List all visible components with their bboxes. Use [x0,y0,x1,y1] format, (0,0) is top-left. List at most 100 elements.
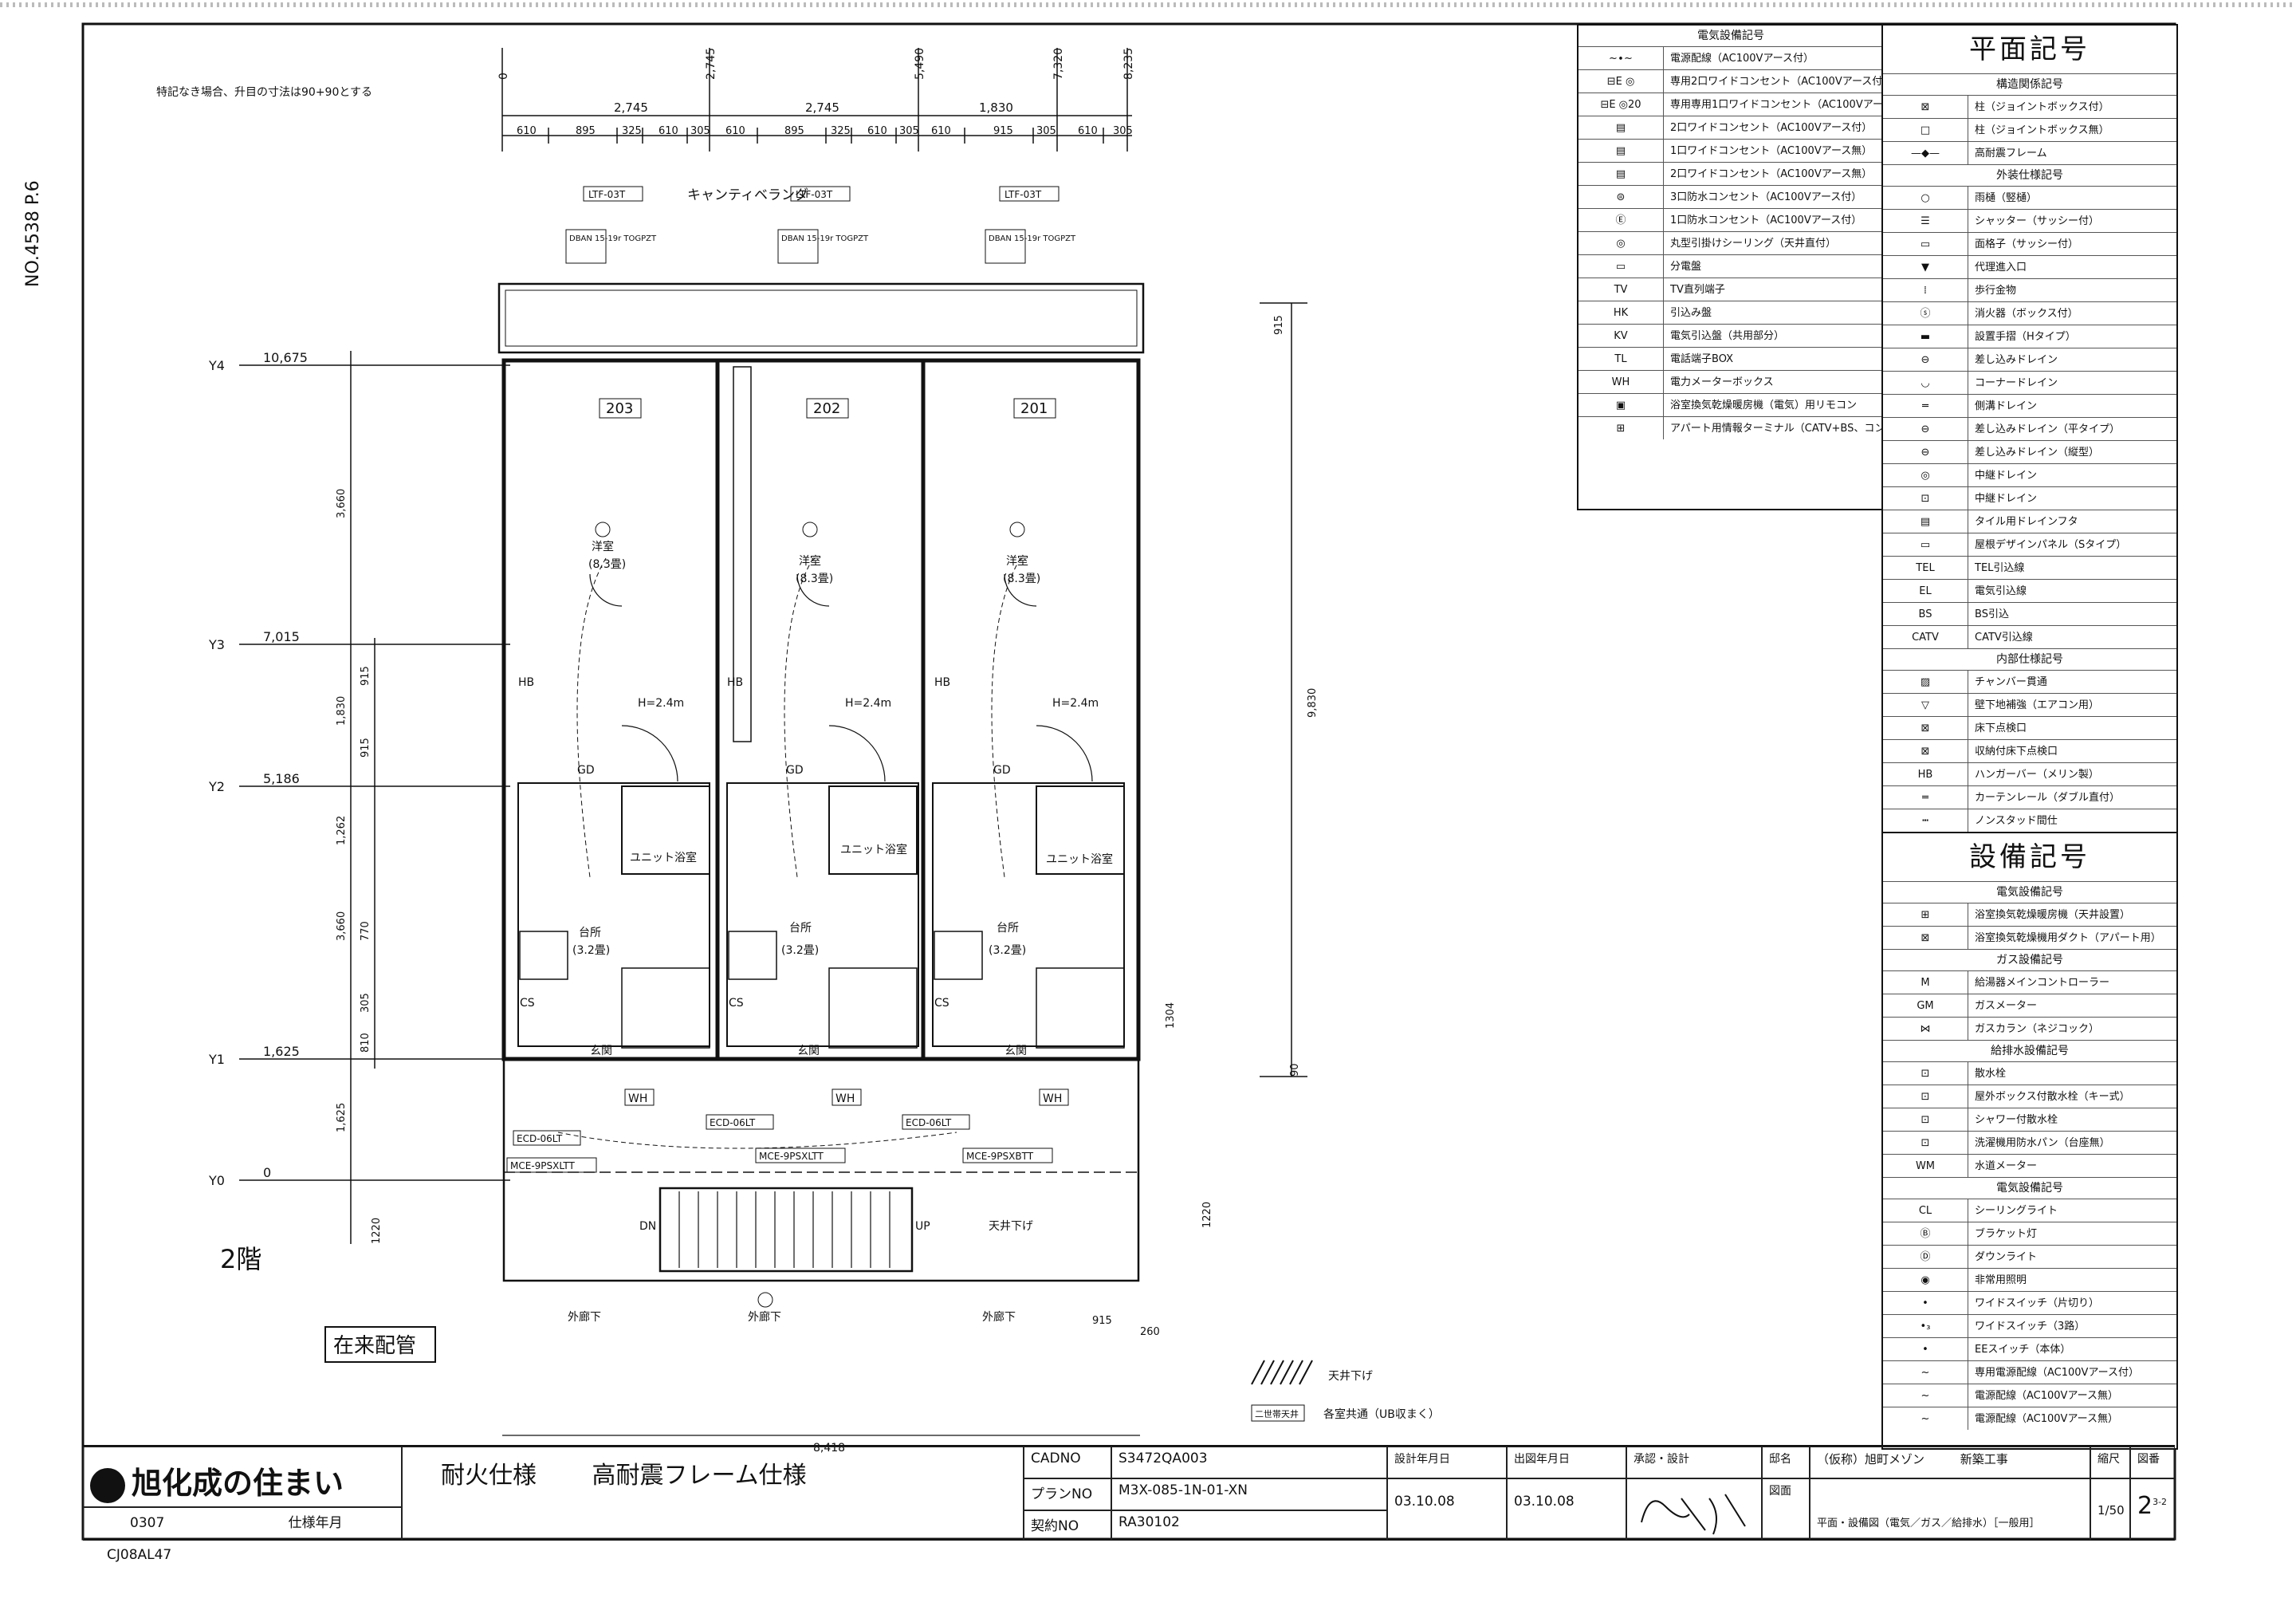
legend-label: ハンガーバー（メリン製） [1975,768,2099,781]
legend-symbol-icon: ⊠ [1883,96,1968,118]
plan-legend-row: ▽壁下地補強（エアコン用） [1883,693,2176,716]
legend-label: ワイドスイッチ（片切り） [1975,1297,2100,1309]
equipment-legend-row: ~専用電源配線（AC100Vアース付） [1883,1360,2176,1384]
legend-label: 収納付床下点検口 [1975,745,2058,758]
svg-text:610: 610 [931,125,951,137]
legend-symbol-icon: M [1883,971,1968,994]
right-dimension-lines [1260,302,1307,1077]
top-subdims: 610 895 325 610 305 610 895 325 610 305 … [517,125,1133,137]
legend-symbol-icon: ⊟E ◎20 [1578,93,1664,116]
plan-legend-row: ⊖差し込みドレイン（平タイプ） [1883,417,2176,440]
legend-section-title: 外装仕様記号 [1883,164,2176,186]
plan-legend-row: ⊠収納付床下点検口 [1883,739,2176,762]
legend-symbol-icon: CATV [1883,626,1968,648]
legend-label: 電源配線（AC100Vアース無） [1975,1389,2119,1402]
svg-text:Y3: Y3 [208,637,225,652]
equipment-legend-row: ⊡シャワー付散水栓 [1883,1108,2176,1131]
legend-symbol-icon: ~∙~ [1578,47,1664,69]
svg-text:洋室: 洋室 [799,554,821,568]
svg-text:810: 810 [360,1033,372,1053]
legend-symbol-icon: ~ [1883,1361,1968,1384]
project-label: 邸名 [1762,1447,1810,1478]
svg-text:1220: 1220 [371,1218,383,1244]
svg-text:Y4: Y4 [208,358,225,373]
legend-symbol-icon: ═ [1883,786,1968,809]
legend-symbol-icon: BS [1883,603,1968,625]
drawing-name: 平面・設備図（電気／ガス／給排水）［一般用］ [1810,1478,2090,1541]
legend-symbol-icon: • [1883,1292,1968,1314]
design-date: 03.10.08 [1387,1478,1507,1541]
plan-legend-row: ◎中継ドレイン [1883,463,2176,486]
legend-label: 床下点検口 [1975,722,2027,734]
svg-text:GD: GD [993,764,1011,777]
svg-text:DBAN 15-19r TOGPZT: DBAN 15-19r TOGPZT [989,234,1076,243]
legend-label: EEスイッチ（本体） [1975,1343,2071,1356]
svg-text:玄関: 玄関 [1005,1044,1027,1057]
electrical-legend-row: ~∙~電源配線（AC100Vアース付） [1578,46,1883,69]
legend-symbol-icon: ◎ [1883,464,1968,486]
plan-legend-row: ═カーテンレール（ダブル直付） [1883,785,2176,809]
legend-symbol-icon: ◡ [1883,372,1968,394]
legend-symbol-icon: TL [1578,348,1664,370]
legend-symbol-icon: HB [1883,763,1968,785]
svg-text:3,660: 3,660 [336,489,348,518]
plan-legend: 平面記号 構造関係記号⊠柱（ジョイントボックス付）□柱（ジョイントボックス無）—… [1881,24,2178,1450]
legend-symbol-icon: ▼ [1883,256,1968,278]
cadno-value: S3472QA003 [1111,1447,1387,1478]
legend-symbol-icon: ▤ [1578,116,1664,139]
legend-label: シーリングライト [1975,1204,2058,1217]
svg-text:外廊下: 外廊下 [568,1310,601,1324]
plan-legend-row: ▨チャンバー貫通 [1883,670,2176,693]
svg-text:3,660: 3,660 [336,911,348,941]
sheet-number: 2 [2137,1492,2153,1520]
legend-symbol-icon: ◉ [1883,1269,1968,1291]
equipment-legend-row: ⊞浴室換気乾燥暖房機（天井設置） [1883,903,2176,926]
svg-text:玄関: 玄関 [590,1044,612,1057]
svg-text:770: 770 [360,921,372,941]
legend-label: 2口ワイドコンセント（AC100Vアース無） [1670,167,1873,180]
legend-label: 雨樋（竪樋） [1975,191,2038,204]
plan-legend-row: ▼ 代理進入口 [1883,255,2176,278]
top-dimension-lines [501,48,1132,152]
legend-label: ガスメーター [1975,999,2038,1012]
spec-fireproof: 耐火仕様 [441,1462,537,1490]
svg-text:CS: CS [520,997,535,1010]
legend-label: 引込み盤 [1670,306,1712,319]
electrical-legend-row: ▤2口ワイドコンセント（AC100Vアース付） [1578,116,1883,139]
plan-legend-row: —◆—高耐震フレーム [1883,141,2176,164]
svg-text:5,490: 5,490 [914,48,926,80]
legend-symbol-icon: ◎ [1578,232,1664,254]
svg-text:9,830: 9,830 [1307,688,1319,718]
svg-text:台所: 台所 [789,922,812,935]
svg-text:LTF-03T: LTF-03T [796,189,833,200]
svg-text:UP: UP [915,1220,930,1233]
legend-label: 3口防水コンセント（AC100Vアース付） [1670,191,1862,203]
legend-symbol-icon: ⊖ [1883,418,1968,440]
svg-text:Y1: Y1 [208,1052,225,1067]
legend-label: 散水栓 [1975,1067,2007,1080]
legend-symbol-icon: ▤ [1883,510,1968,533]
legend-symbol-icon: ⁞ [1883,279,1968,301]
svg-text:(8.3畳): (8.3畳) [796,573,833,585]
left-dim-labels: 3,660 1,830 915 915 1,262 3,660 770 305 … [336,489,383,1244]
legend-label: 歩行金物 [1975,284,2017,297]
svg-text:ECD-06LT: ECD-06LT [906,1117,952,1128]
legend-symbol-icon: ⊟E ◎ [1578,70,1664,93]
legend-label: ダウンライト [1975,1250,2038,1263]
equipment-legend-row: • ワイドスイッチ（片切り） [1883,1291,2176,1314]
svg-text:ユニット浴室: ユニット浴室 [630,851,697,864]
ltf-fixture-2 [790,186,851,202]
legend-label: 壁下地補強（エアコン用） [1975,699,2100,711]
legend-label: TEL引込線 [1975,561,2025,574]
svg-text:895: 895 [784,125,804,137]
svg-text:台所: 台所 [997,922,1019,935]
legend-label: 代理進入口 [1975,261,2027,274]
legend-label: ノンスタッド間仕 [1975,814,2058,827]
legend-symbol-icon: □ [1883,119,1968,141]
